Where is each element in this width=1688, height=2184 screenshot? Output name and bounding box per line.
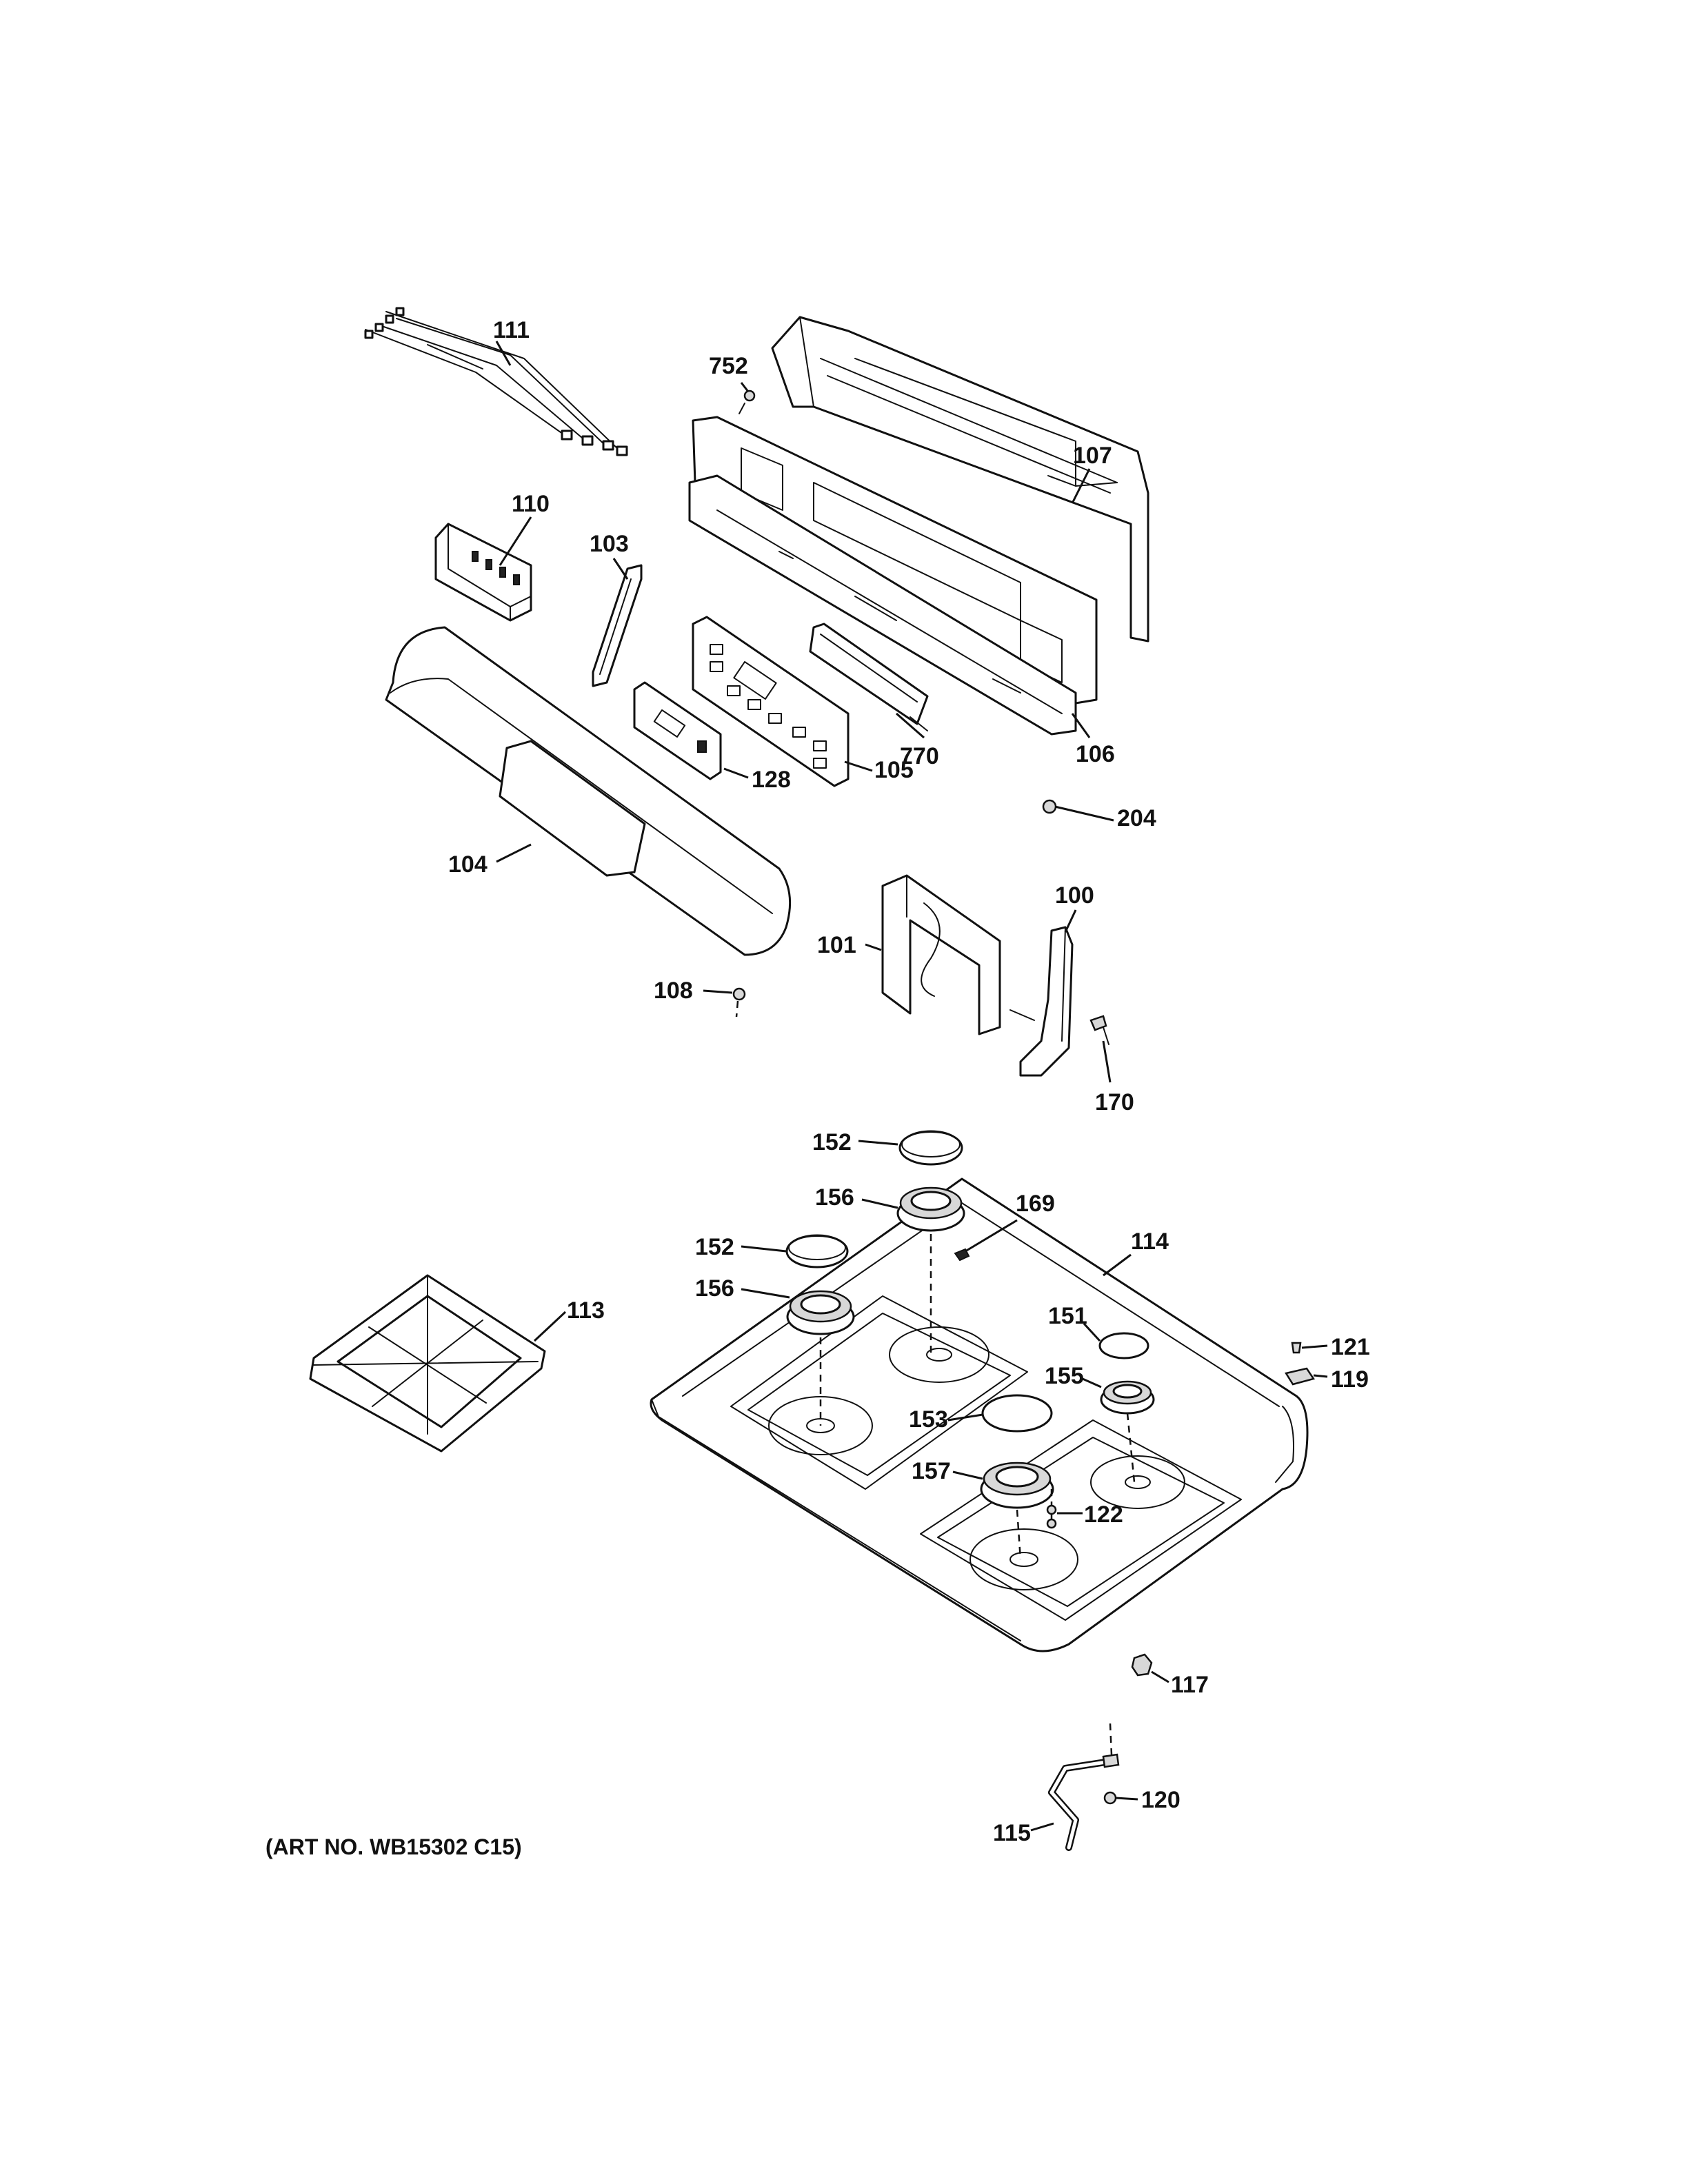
callout-105: 105 bbox=[874, 757, 914, 783]
part-156-burner-head-front bbox=[786, 1290, 855, 1426]
part-106-backsplash bbox=[688, 416, 1098, 736]
part-155-burner-head-small bbox=[1100, 1380, 1155, 1483]
part-120-screw bbox=[1103, 1791, 1117, 1805]
part-111-wire-harness bbox=[364, 307, 628, 456]
callout-111: 111 bbox=[493, 317, 530, 343]
part-107-rear-panel bbox=[771, 316, 1149, 643]
callout-151: 151 bbox=[1048, 1303, 1087, 1329]
part-770-cover bbox=[809, 623, 929, 731]
callout-107: 107 bbox=[1073, 443, 1112, 469]
callout-152-rear: 152 bbox=[812, 1129, 852, 1155]
part-100-bracket bbox=[1009, 926, 1074, 1077]
callout-labels: 111 752 107 110 103 105 128 770 106 204 … bbox=[448, 317, 1370, 1846]
callout-770: 770 bbox=[900, 743, 939, 769]
callout-101: 101 bbox=[817, 932, 856, 958]
callout-106: 106 bbox=[1076, 741, 1115, 767]
callout-113: 113 bbox=[567, 1297, 605, 1324]
part-105-control-board bbox=[692, 616, 850, 787]
art-number: (ART NO. WB15302 C15) bbox=[265, 1834, 522, 1859]
part-103-bracket bbox=[592, 564, 643, 687]
part-122-igniter bbox=[1046, 1489, 1057, 1529]
callout-204: 204 bbox=[1117, 805, 1156, 831]
callout-156-front: 156 bbox=[695, 1275, 734, 1302]
callout-152-front: 152 bbox=[695, 1234, 734, 1260]
part-153-burner-cap-large bbox=[981, 1394, 1053, 1433]
callout-155: 155 bbox=[1045, 1363, 1084, 1389]
part-152-burner-cap-rear bbox=[898, 1130, 963, 1166]
part-157-burner-head-large bbox=[980, 1462, 1054, 1560]
callout-128: 128 bbox=[752, 767, 791, 793]
callout-169: 169 bbox=[1016, 1191, 1055, 1217]
part-110-terminal-block bbox=[434, 523, 532, 622]
callout-752: 752 bbox=[709, 353, 748, 379]
callout-156-rear: 156 bbox=[815, 1184, 854, 1211]
callout-108: 108 bbox=[654, 978, 693, 1004]
callout-100: 100 bbox=[1055, 882, 1094, 909]
callout-117: 117 bbox=[1171, 1672, 1209, 1698]
part-113-grate bbox=[309, 1274, 546, 1453]
part-156-burner-head-rear bbox=[896, 1186, 965, 1355]
part-128-keypad bbox=[633, 681, 722, 780]
callout-119: 119 bbox=[1331, 1366, 1369, 1393]
callout-104: 104 bbox=[448, 851, 488, 878]
part-101-bracket bbox=[881, 874, 1001, 1035]
leader-lines bbox=[495, 341, 1328, 1832]
part-204-screw bbox=[1042, 799, 1057, 814]
callout-157: 157 bbox=[912, 1458, 951, 1484]
part-170-screw bbox=[1089, 1015, 1109, 1045]
callout-110: 110 bbox=[512, 491, 550, 517]
part-169-clip bbox=[954, 1248, 970, 1262]
callout-115: 115 bbox=[993, 1820, 1031, 1846]
callout-122: 122 bbox=[1084, 1502, 1123, 1528]
part-119-bracket bbox=[1285, 1367, 1316, 1386]
callout-153: 153 bbox=[909, 1406, 948, 1433]
part-115-gas-tube bbox=[1048, 1723, 1120, 1851]
part-117-nut bbox=[1131, 1653, 1153, 1677]
callout-121: 121 bbox=[1331, 1334, 1370, 1360]
part-121-screw bbox=[1291, 1342, 1302, 1354]
part-151-burner-cap-small bbox=[1098, 1332, 1149, 1359]
part-152-burner-cap-front bbox=[785, 1234, 849, 1268]
part-104-control-panel bbox=[385, 626, 792, 956]
callout-103: 103 bbox=[590, 531, 629, 557]
callout-114: 114 bbox=[1131, 1228, 1169, 1255]
callout-120: 120 bbox=[1141, 1787, 1180, 1813]
part-752-screw bbox=[738, 390, 756, 414]
callout-170: 170 bbox=[1095, 1089, 1134, 1115]
part-108-screw bbox=[732, 987, 746, 1018]
